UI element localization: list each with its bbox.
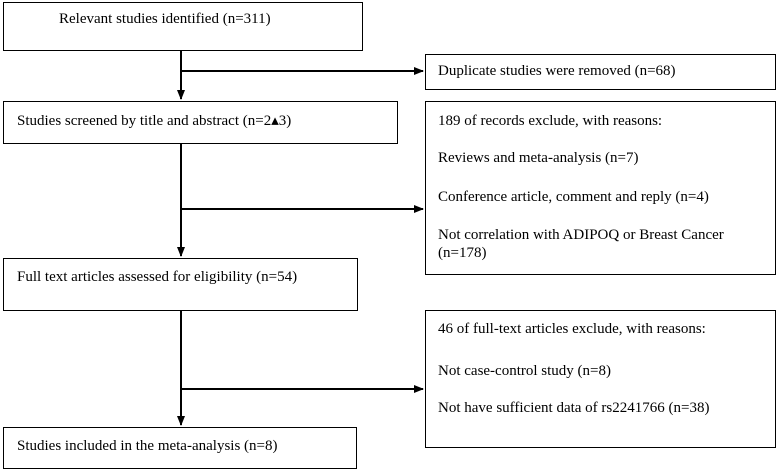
excluded-fulltext-reason-2: Not have sufficient data of rs2241766 (n…: [438, 400, 710, 416]
excluded-screening-reason-2: Conference article, comment and reply (n…: [438, 189, 709, 205]
box-included: [3, 427, 357, 469]
box-screened: [3, 101, 398, 144]
excluded-screening-heading: 189 of records exclude, with reasons:: [438, 113, 663, 129]
excluded-screening-reason-3: Not correlation with ADIPOQ or Breast Ca…: [438, 227, 724, 261]
excluded-fulltext-heading: 46 of full-text articles exclude, with r…: [438, 321, 706, 337]
box-excluded-fulltext: [425, 310, 776, 448]
excluded-fulltext-reason-1: Not case-control study (n=8): [438, 363, 611, 379]
duplicates-label: Duplicate studies were removed (n=68): [438, 63, 676, 79]
box-fulltext: [3, 258, 358, 311]
screened-label: Studies screened by title and abstract (…: [17, 113, 292, 129]
box-identified: [3, 2, 363, 51]
excluded-screening-reason-1: Reviews and meta-analysis (n=7): [438, 150, 639, 166]
box-duplicates: [425, 54, 776, 90]
identified-label: Relevant studies identified (n=311): [59, 11, 271, 27]
fulltext-label: Full text articles assessed for eligibil…: [17, 269, 298, 285]
included-label: Studies included in the meta-analysis (n…: [17, 438, 278, 454]
box-excluded-screening: [425, 101, 776, 275]
